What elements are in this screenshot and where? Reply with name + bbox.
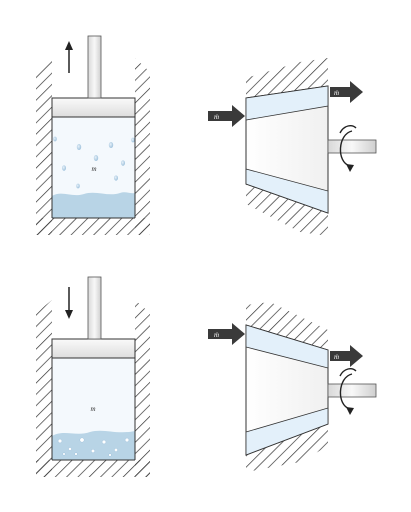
mass-label: m bbox=[91, 165, 96, 173]
turbine-band-bottom bbox=[245, 168, 329, 214]
inlet-flow-arrow-icon: ṁ bbox=[208, 105, 245, 127]
vapor-droplets bbox=[53, 136, 135, 189]
turbine-band-bottom bbox=[245, 407, 329, 456]
inlet-flow-arrow-icon: ṁ bbox=[208, 323, 245, 345]
piston-head bbox=[51, 97, 136, 118]
cylinder-wall-left bbox=[36, 58, 52, 235]
bubbles bbox=[57, 437, 130, 457]
cylinder-compression: m bbox=[36, 276, 150, 477]
arrow-down-icon bbox=[65, 287, 73, 319]
piston-rod bbox=[87, 276, 102, 340]
cylinder-wall-bottom bbox=[36, 218, 150, 235]
turbine-casing-top bbox=[246, 302, 328, 350]
cylinder-wall-left bbox=[36, 300, 52, 477]
piston-rod bbox=[87, 35, 102, 99]
mass-label: m bbox=[90, 405, 95, 413]
turbine-diverging: ṁ ṁ bbox=[208, 58, 377, 236]
piston-head bbox=[51, 338, 136, 359]
cylinder-wall-right bbox=[135, 300, 150, 477]
turbine-casing-bottom bbox=[246, 424, 328, 472]
arrow-up-icon bbox=[65, 41, 73, 73]
outlet-flow-label: ṁ bbox=[334, 89, 339, 97]
cylinder-expansion: m bbox=[36, 35, 150, 235]
turbine-casing-top bbox=[246, 58, 328, 98]
turbine-shaft bbox=[327, 139, 377, 154]
inlet-flow-label: ṁ bbox=[214, 331, 219, 339]
outlet-flow-label: ṁ bbox=[334, 353, 339, 361]
turbine-shaft bbox=[327, 383, 377, 398]
turbine-band-top bbox=[245, 85, 329, 121]
cylinder-wall-bottom bbox=[36, 460, 150, 477]
turbine-casing-bottom bbox=[246, 184, 328, 236]
turbine-band-top bbox=[245, 324, 329, 369]
turbine-converging: ṁ ṁ bbox=[208, 302, 377, 472]
liquid-layer bbox=[52, 192, 135, 218]
cylinder-wall-right bbox=[135, 58, 150, 235]
outlet-flow-arrow-icon: ṁ bbox=[330, 81, 363, 103]
outlet-flow-arrow-icon: ṁ bbox=[330, 345, 363, 367]
liquid-layer bbox=[52, 430, 135, 460]
inlet-flow-label: ṁ bbox=[214, 113, 219, 121]
